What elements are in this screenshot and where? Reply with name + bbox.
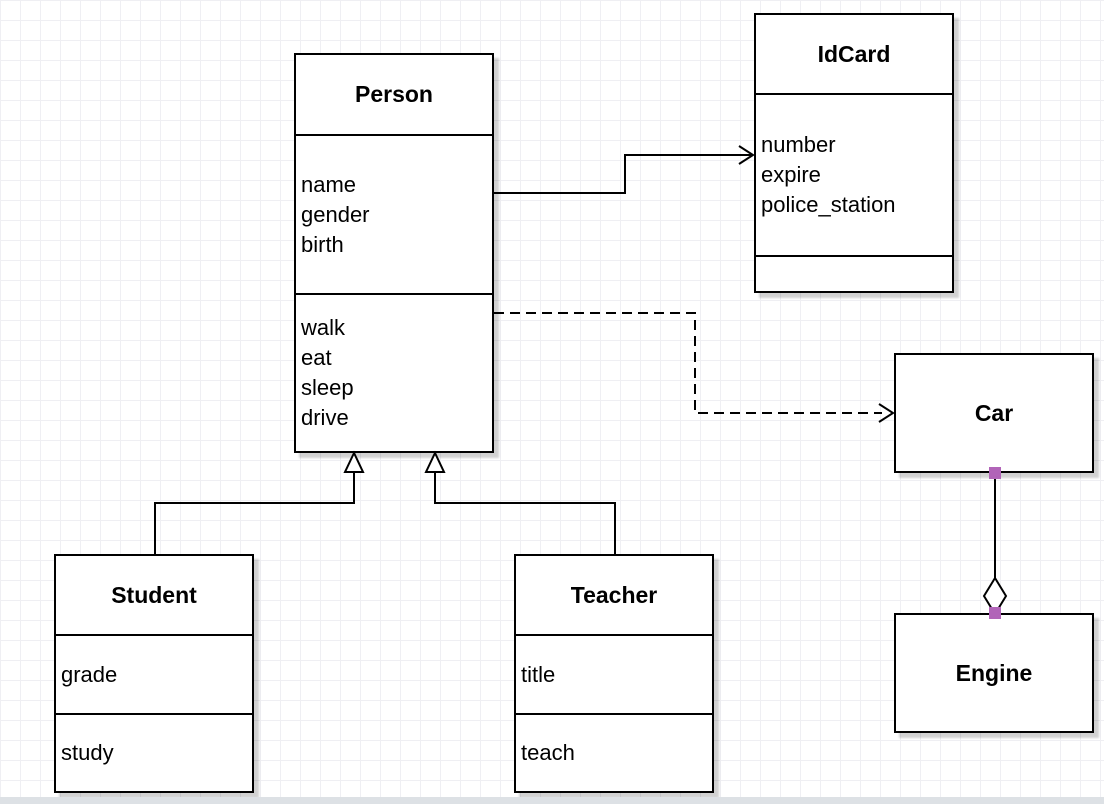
class-student-methods: study bbox=[56, 715, 252, 791]
class-member: study bbox=[61, 740, 114, 765]
class-idcard[interactable]: IdCard number expire police_station bbox=[754, 13, 954, 293]
class-member: name bbox=[301, 171, 357, 197]
class-teacher-attributes: title bbox=[516, 636, 712, 715]
class-idcard-title: IdCard bbox=[756, 15, 952, 95]
edge-person-car-dependency[interactable] bbox=[494, 312, 895, 423]
class-member: gender bbox=[301, 201, 370, 227]
class-idcard-methods bbox=[756, 257, 952, 291]
class-member: expire bbox=[761, 162, 821, 187]
hollow-triangle-icon bbox=[424, 450, 446, 473]
class-member: title bbox=[521, 661, 556, 687]
class-student-attributes: grade bbox=[56, 636, 252, 715]
class-engine[interactable]: Engine bbox=[894, 613, 1094, 733]
class-idcard-attributes: number expire police_station bbox=[756, 95, 952, 257]
class-member: walk bbox=[301, 315, 346, 340]
class-person-methods: walk eat sleep drive bbox=[296, 295, 492, 451]
canvas-edge-strip bbox=[0, 797, 1104, 804]
edge-student-person-generalization[interactable] bbox=[154, 450, 365, 554]
class-person[interactable]: Person name gender birth walk eat sleep … bbox=[294, 53, 494, 453]
edge-car-engine-aggregation[interactable] bbox=[982, 467, 1008, 619]
class-person-title: Person bbox=[296, 55, 492, 136]
class-member: grade bbox=[61, 661, 118, 687]
class-member: drive bbox=[301, 405, 349, 430]
open-arrowhead-icon bbox=[738, 145, 755, 165]
class-member: sleep bbox=[301, 375, 354, 400]
edge-teacher-person-generalization[interactable] bbox=[424, 450, 616, 554]
class-teacher-methods: teach bbox=[516, 715, 712, 791]
class-member: eat bbox=[301, 345, 332, 370]
open-arrowhead-icon bbox=[878, 403, 895, 423]
class-teacher-title: Teacher bbox=[516, 556, 712, 636]
hollow-triangle-icon bbox=[343, 450, 365, 473]
hollow-diamond-icon bbox=[982, 576, 1008, 616]
class-student[interactable]: Student grade study bbox=[54, 554, 254, 793]
class-member: teach bbox=[521, 740, 575, 765]
class-member: number bbox=[761, 132, 836, 157]
class-member: birth bbox=[301, 231, 344, 257]
class-car[interactable]: Car bbox=[894, 353, 1094, 473]
edge-person-idcard-association[interactable] bbox=[494, 145, 755, 194]
class-person-attributes: name gender birth bbox=[296, 136, 492, 295]
class-student-title: Student bbox=[56, 556, 252, 636]
class-engine-title: Engine bbox=[955, 659, 1033, 686]
class-teacher[interactable]: Teacher title teach bbox=[514, 554, 714, 793]
class-car-title: Car bbox=[974, 399, 1014, 426]
class-member: police_station bbox=[761, 192, 896, 217]
